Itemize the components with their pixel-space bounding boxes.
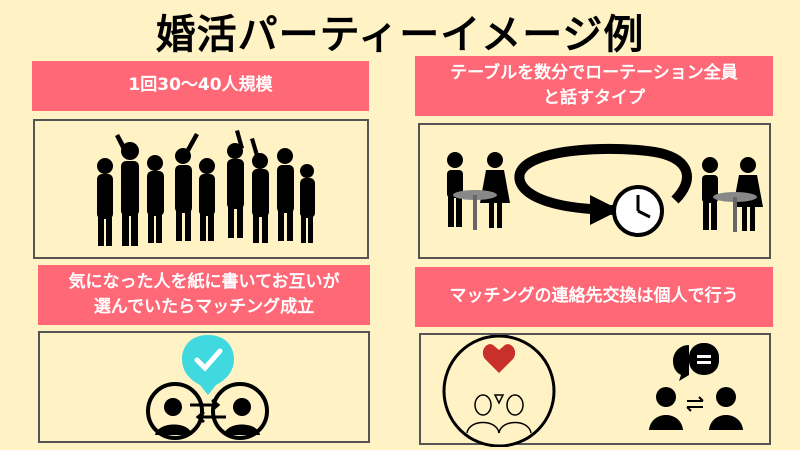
mutual-match-icon [146, 335, 269, 440]
table-rotation-icon [447, 143, 763, 237]
panel-3-image-frame [38, 331, 370, 443]
panel-2-image-frame [418, 123, 771, 259]
panel-1-image-frame [33, 119, 369, 259]
panel-3-text-line-1: 気になった人を紙に書いてお互いが [68, 271, 340, 292]
panel-4-text: マッチングの連絡先交換は個人で行う [449, 286, 739, 307]
panel-2-label: テーブルを数分でローテーション全員 と話すタイプ [415, 56, 773, 116]
couple-heart-icon [442, 335, 556, 447]
page-title: 婚活パーティーイメージ例 [155, 12, 645, 58]
panel-1-label: 1回30〜40人規模 [32, 61, 369, 111]
panel-2-text-line-1: テーブルを数分でローテーション全員 [450, 62, 738, 83]
panel-3-text-line-2: 選んでいたらマッチング成立 [93, 297, 315, 317]
panel-4-image-frame [419, 333, 771, 447]
panel-1-text: 1回30〜40人規模 [128, 75, 273, 96]
crowd-silhouette-icon [97, 130, 315, 246]
panel-2-text-line-2: と話すタイプ [543, 88, 645, 108]
panel-4-label: マッチングの連絡先交換は個人で行う [415, 267, 773, 327]
panel-3-label: 気になった人を紙に書いてお互いが 選んでいたらマッチング成立 [38, 265, 370, 325]
contact-exchange-icon [649, 343, 743, 430]
